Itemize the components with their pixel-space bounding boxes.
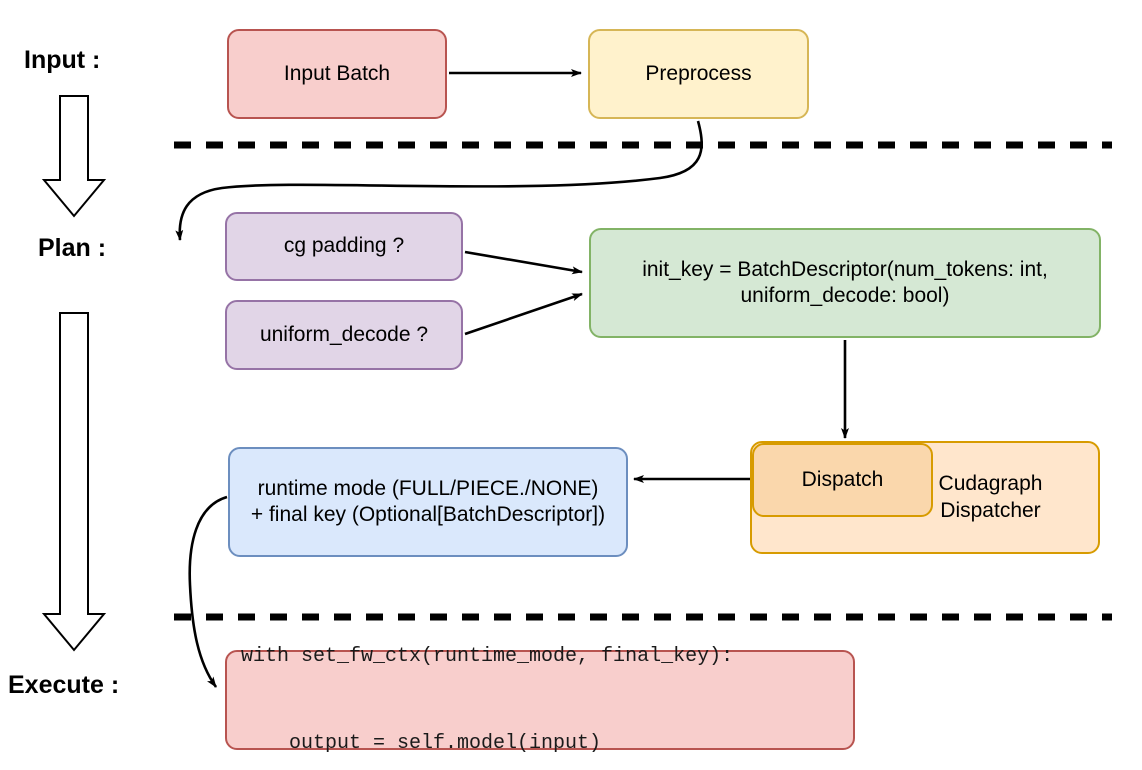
node-uniform-decode[interactable]: uniform_decode ? (225, 300, 463, 370)
node-cg-padding[interactable]: cg padding ? (225, 212, 463, 281)
node-runtime-mode-line-2: + final key (Optional[BatchDescriptor]) (250, 503, 606, 526)
node-uniform-decode-label: uniform_decode ? (259, 322, 429, 346)
node-cudagraph-dispatcher-line-1: Cudagraph (938, 472, 1043, 496)
stage-label-plan: Plan : (38, 234, 107, 262)
edge-runtime-mode-to-execute-code (188, 495, 228, 688)
stage-label-input: Input : (24, 46, 101, 74)
node-cg-padding-label: cg padding ? (283, 234, 405, 258)
node-init-key-text: init_key = BatchDescriptor(num_tokens: i… (642, 257, 1048, 310)
edge-uniform-decode-to-init-key (464, 292, 583, 336)
node-init-key[interactable]: init_key = BatchDescriptor(num_tokens: i… (589, 228, 1101, 338)
node-execute-code[interactable]: with set_fw_ctx(runtime_mode, final_key)… (225, 645, 855, 755)
node-cudagraph-dispatcher-text: Cudagraph Dispatcher (903, 471, 1078, 524)
input-to-plan-arrow (41, 95, 107, 218)
edge-cg-padding-to-init-key (464, 250, 583, 275)
node-execute-code-line-1: with set_fw_ctx(runtime_mode, final_key)… (241, 645, 734, 668)
node-runtime-mode[interactable]: runtime mode (FULL/PIECE./NONE) + final … (228, 447, 628, 557)
node-dispatch[interactable]: Dispatch (752, 443, 933, 517)
node-execute-code-line-2: output = self.model(input) (241, 732, 602, 755)
node-runtime-mode-line-1: runtime mode (FULL/PIECE./NONE) (257, 476, 599, 500)
node-input-batch-label: Input Batch (283, 61, 391, 85)
node-input-batch[interactable]: Input Batch (227, 29, 447, 119)
node-cudagraph-dispatcher-line-2: Dispatcher (940, 498, 1041, 522)
node-runtime-mode-text: runtime mode (FULL/PIECE./NONE) + final … (251, 476, 605, 529)
node-dispatch-label: Dispatch (801, 467, 884, 491)
node-execute-code-text: with set_fw_ctx(runtime_mode, final_key)… (241, 584, 733, 770)
node-init-key-line-2: uniform_decode: bool) (740, 284, 950, 307)
node-preprocess-label: Preprocess (645, 61, 752, 85)
plan-to-execute-arrow (41, 312, 107, 652)
stage-label-execute: Execute : (8, 671, 120, 699)
node-preprocess[interactable]: Preprocess (588, 29, 809, 119)
node-init-key-line-1: init_key = BatchDescriptor(num_tokens: i… (642, 257, 1048, 281)
